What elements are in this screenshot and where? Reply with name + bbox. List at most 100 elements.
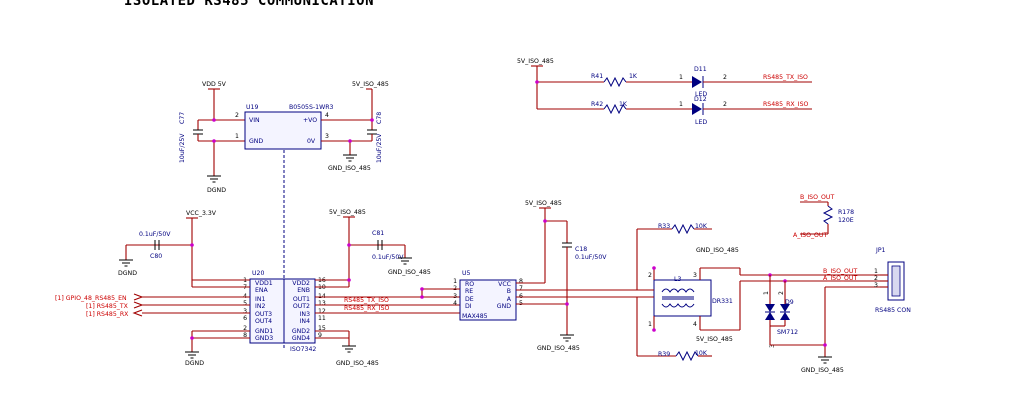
r42-ref: R42 (591, 101, 603, 108)
port-arrows (132, 293, 144, 317)
v5iso-d-label: 5V_ISO_485 (696, 336, 733, 343)
junction (543, 219, 547, 223)
gndiso4-label: GND_ISO_485 (537, 345, 580, 352)
d12-pin2: 2 (723, 101, 727, 108)
gndiso6-label: GND_ISO_485 (801, 367, 844, 374)
dgnd2-label: DGND (118, 270, 137, 277)
u20-right-pin-name: OUT2 (293, 303, 310, 310)
u19-pin-vo: +VO (303, 117, 317, 124)
vdd5v-label: VDD 5V (202, 81, 227, 88)
gndiso3-label: GND_ISO_485 (336, 360, 379, 367)
l3-part: DR331 (712, 298, 733, 305)
u5-right-pin-name: GND (497, 303, 511, 310)
u20-ref: U20 (252, 270, 264, 277)
u5-right-pin-number: 8 (519, 278, 523, 285)
u20-part: ISO7342 (290, 346, 316, 353)
b-iso-out-label: B_ISO_OUT (823, 268, 857, 275)
u20-left-pin-number: 8 (243, 332, 247, 339)
r178-ref: R178 (838, 209, 854, 216)
c80-ref: C80 (150, 253, 162, 260)
u19-pin1-num: 1 (235, 133, 239, 140)
u20-right-pin-name: OUT1 (293, 296, 310, 303)
b-iso-out-term-label: B_ISO_OUT (800, 194, 834, 201)
port-rs485-tx: [1] RS485_TX (86, 303, 129, 310)
dgnd2-symbol (119, 259, 133, 267)
c18-value: 0.1uF/50V (575, 254, 607, 261)
r39-value: 10K (695, 350, 708, 357)
dgnd1-symbol (207, 175, 221, 183)
jp1-part: RS485 CON (875, 307, 911, 314)
jp1-pin2: 2 (874, 275, 878, 282)
l3-block: R33 10K GND_ISO_485 R39 10K 5V_ISO_485 L… (636, 223, 741, 362)
dgnd3-symbol (185, 351, 199, 359)
jp1-pin3: 3 (874, 282, 878, 289)
u19-pin-0v: 0V (307, 138, 316, 145)
u5-right-pin-number: 7 (519, 285, 523, 292)
junction (823, 343, 827, 347)
r39-resistor (675, 350, 699, 362)
junction (420, 295, 424, 299)
junction (190, 243, 194, 247)
u20-right-body (283, 278, 316, 344)
rx-iso-led-label: RS485_RX_ISO (763, 101, 809, 108)
d9-pin2: 2 (778, 291, 785, 295)
u5-left-pin-name: DI (465, 303, 472, 310)
u5-body (459, 279, 517, 321)
d12-ref: D12 (694, 96, 707, 103)
u19-pin3-num: 3 (325, 133, 329, 140)
l3-ref: L3 (674, 276, 681, 283)
u20-right-pin-number: 13 (318, 300, 326, 307)
c77-value: 10uF/25V (179, 133, 186, 163)
u20-left-pin-name: OUT4 (255, 318, 272, 325)
u5-right-pin-name: VCC (498, 281, 511, 288)
junction (652, 328, 656, 332)
tx-iso-led-label: RS485_TX_ISO (763, 74, 808, 81)
u20-left-pin-name: OUT3 (255, 311, 272, 318)
u20-left-body (249, 278, 285, 344)
r33-resistor (671, 223, 695, 235)
u20-left-pin-name: VDD1 (255, 280, 273, 287)
junction (565, 302, 569, 306)
u20-right-pins: 16VDD210ENB14OUT113OUT212IN311IN415GND29… (292, 277, 326, 342)
tx-iso-label: RS485_TX_ISO (344, 297, 389, 304)
gndiso6-symbol (818, 356, 832, 364)
r42-resistor (603, 103, 627, 115)
d11-ref: D11 (694, 66, 707, 73)
l3-pin2: 2 (648, 272, 652, 279)
a-iso-out-term-label: A_ISO_OUT (793, 232, 827, 239)
l3-body (653, 279, 712, 317)
r178-resistor (822, 205, 834, 225)
d9-diode-a1 (765, 304, 775, 312)
u20-right-pin-name: IN4 (300, 318, 310, 325)
a-iso-out-label: A_ISO_OUT (823, 275, 857, 282)
junction (212, 118, 216, 122)
r178-value: 120E (838, 217, 854, 224)
u5-right-pin-name: A (507, 296, 512, 303)
tvs-connector-block: B_ISO_OUT A_ISO_OUT D9 SM712 1 2 3 GND_I… (740, 194, 911, 374)
u20-left-pin-name: IN2 (255, 303, 265, 310)
c81-ref: C81 (372, 230, 384, 237)
l3-coil-top (661, 288, 695, 293)
jp1-pin1: 1 (874, 268, 878, 275)
u20-left-pin-number: 5 (243, 300, 247, 307)
junction (535, 80, 539, 84)
port-gpio48: [1] GPIO_48_RS485_EN (55, 295, 127, 302)
d9-diode-a2 (765, 312, 775, 320)
u19-pin4-num: 4 (325, 112, 329, 119)
u20-right-pin-number: 11 (318, 315, 326, 322)
u19-part: B0505S-1WR3 (289, 104, 334, 111)
l3-coil-bottom (661, 303, 695, 308)
u5-left-pin-number: 3 (453, 293, 457, 300)
u20-left-pin-name: IN1 (255, 296, 265, 303)
jp1-ref: JP1 (875, 247, 886, 254)
v5iso-c-label: 5V_ISO_485 (525, 200, 562, 207)
c80-value: 0.1uF/50V (139, 231, 171, 238)
jp1-inner (891, 265, 901, 297)
u20-right-pin-name: IN3 (300, 311, 310, 318)
dgnd1-label: DGND (207, 187, 226, 194)
led-indicators: 5V_ISO_485 R41 1K 1 D11 LED 2 RS485_TX_I… (517, 58, 812, 126)
junction (420, 287, 424, 291)
c78-ref: C78 (376, 112, 383, 124)
d9-diode-b1 (780, 304, 790, 312)
